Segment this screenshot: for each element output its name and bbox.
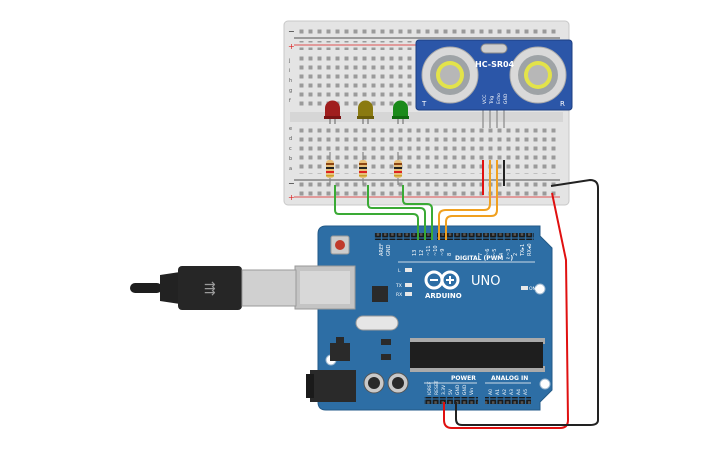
row-letter: h: [289, 78, 292, 84]
wire-green-3[interactable]: [402, 185, 433, 240]
power-pin-labels: IOREF RESET 3.3V 5V GND GND Vin: [427, 380, 475, 395]
power-on-led: [521, 286, 528, 290]
resistor-2[interactable]: [359, 152, 367, 185]
pin-label: A4: [516, 389, 522, 395]
digital-header-label: DIGITAL (PWM ~): [455, 255, 513, 262]
row-letters-bottom: e d c b a: [289, 126, 292, 172]
pin-label: ~10: [433, 245, 439, 256]
sensor-pin-gnd: GND: [503, 93, 509, 104]
pin-label: A5: [523, 389, 529, 395]
sensor-side-t: T: [421, 100, 427, 108]
pin-label: 8: [447, 253, 453, 256]
pin-label: A3: [509, 389, 515, 395]
usb-plug: [178, 266, 242, 310]
l-label: L: [398, 268, 401, 274]
analog-header-label: ANALOG IN: [491, 375, 528, 382]
usb-controller-chip: [372, 286, 388, 302]
rail-minus-label-top: −: [288, 27, 295, 36]
pin-label: A0: [488, 389, 494, 395]
wire-green-1[interactable]: [334, 185, 419, 240]
led-red[interactable]: [324, 100, 341, 124]
pin-label: AREF: [379, 243, 385, 256]
pin-label: TX▸1: [520, 244, 526, 257]
sensor-pin-vcc: VCC: [482, 95, 488, 104]
pin-label: RX◂0: [527, 243, 533, 256]
pin-label: ~3: [506, 249, 512, 256]
tx-label: TX: [395, 283, 402, 289]
row-letter: f: [289, 98, 291, 104]
ultrasonic-sensor[interactable]: HC-SR04 VCC Trig Echo GND T R: [415, 39, 573, 128]
resistor-3[interactable]: [394, 152, 402, 185]
wire-red-5v[interactable]: [443, 192, 569, 429]
row-letter: j: [288, 58, 290, 64]
pin-label: ~11: [426, 245, 432, 256]
analog-pin-labels: A0 A1 A2 A3 A4 A5: [488, 389, 529, 395]
sensor-model-label: HC-SR04: [475, 60, 515, 69]
pin-label: 5V: [448, 388, 454, 395]
tx-led: [405, 283, 412, 287]
pin-label: 12: [419, 250, 425, 256]
pin-label: 13: [412, 250, 418, 256]
resistor-1[interactable]: [326, 152, 334, 185]
top-rail-minus: [296, 26, 558, 35]
microcontroller-chip: [410, 338, 545, 372]
wire-black-gnd[interactable]: [455, 179, 599, 426]
pin-label: 7: [478, 253, 484, 256]
on-label: ON: [529, 286, 536, 292]
row-letter: g: [289, 88, 292, 94]
row-letter: a: [289, 166, 292, 172]
rx-label: RX: [396, 292, 402, 298]
pin-label: RESET: [434, 380, 440, 395]
bottom-terminal-strip: [296, 124, 558, 174]
pin-label: A2: [502, 389, 508, 395]
sensor-pin-trig: Trig: [489, 96, 495, 105]
row-letter: c: [289, 146, 292, 152]
wires: [334, 160, 599, 429]
power-header-label: POWER: [451, 375, 476, 382]
pin-label: A1: [495, 389, 501, 395]
led-yellow[interactable]: [357, 100, 374, 124]
pin-label: GND: [455, 384, 461, 395]
sensor-pin-echo: Echo: [496, 93, 502, 104]
row-letter: e: [289, 126, 292, 132]
digital-pin-labels: AREF GND 13 12 ~11 ~10 ~9 8 7 ~6 ~5 4 ~3…: [379, 243, 533, 257]
pin-label: Vin: [469, 388, 475, 395]
pin-label: 3.3V: [441, 384, 447, 395]
pin-label: GND: [462, 384, 468, 395]
l-led: [405, 268, 412, 272]
wire-green-2[interactable]: [367, 185, 426, 240]
board-model-label: UNO: [471, 274, 500, 289]
pin-label: ~9: [440, 249, 446, 256]
rx-led: [405, 292, 412, 296]
rail-plus-label-top: +: [288, 42, 295, 51]
rail-plus-label-bottom: +: [288, 193, 295, 202]
wire-orange-echo[interactable]: [445, 160, 498, 240]
pin-label: 4: [499, 253, 505, 256]
arduino-logo: [424, 270, 460, 290]
pin-label: 2: [513, 253, 519, 256]
pin-label: IOREF: [427, 381, 433, 395]
bottom-rail-plus: [296, 191, 558, 200]
reset-button[interactable]: [335, 240, 345, 250]
row-letter: d: [289, 136, 292, 142]
pin-label: ~6: [485, 249, 491, 256]
usb-cable: ⇶: [130, 266, 297, 310]
dc-power-jack: [310, 370, 356, 402]
row-letters-top: j i h g f: [288, 58, 292, 104]
wire-orange-trig[interactable]: [438, 160, 491, 240]
rail-minus-label-bottom: −: [288, 179, 295, 188]
pin-label: GND: [386, 244, 392, 256]
bottom-rail-minus: [296, 182, 558, 191]
row-letter: b: [289, 156, 292, 162]
brand-label: ARDUINO: [425, 292, 462, 300]
arduino-uno-board[interactable]: AREF GND 13 12 ~11 ~10 ~9 8 7 ~6 ~5 4 ~3…: [294, 225, 553, 411]
row-letter: i: [289, 68, 290, 74]
usb-symbol-icon: ⇶: [204, 281, 216, 297]
led-green[interactable]: [392, 100, 409, 124]
pin-label: ~5: [492, 249, 498, 256]
sensor-side-r: R: [560, 100, 565, 108]
